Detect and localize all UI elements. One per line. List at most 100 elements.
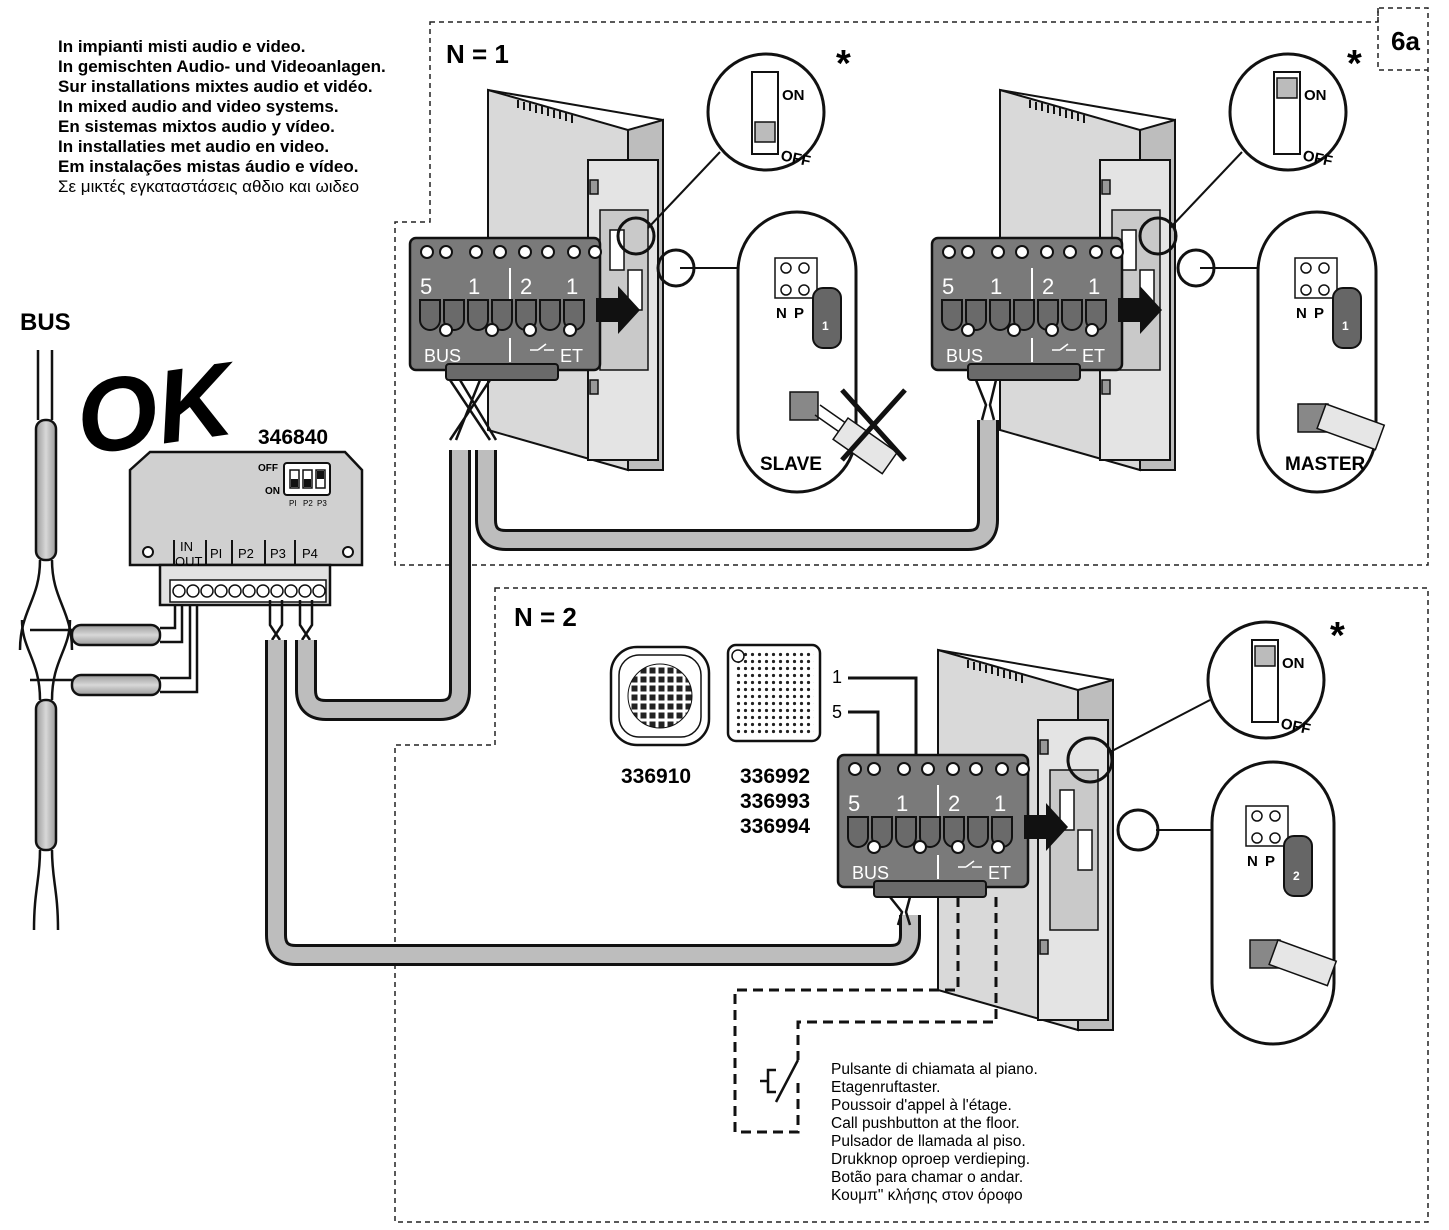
module-code-1: 336992: [740, 765, 810, 788]
jumper-p-label: P: [1314, 305, 1324, 322]
port-out-label: OUT: [175, 554, 203, 569]
speaker-code: 336910: [621, 765, 691, 788]
section1-star-right: *: [1347, 43, 1362, 85]
connector-crossed-out-icon: [840, 388, 907, 462]
floor-pushbutton-icon: [760, 1059, 800, 1103]
terminal-number: 2: [948, 791, 960, 816]
caption-line-fr: Poussoir d'appel à l'étage.: [831, 1097, 1012, 1114]
pushbutton-caption: Pulsante di chiamata al piano. Etagenruf…: [831, 1061, 1038, 1204]
master-jumper-zoom: N P 1: [1176, 210, 1386, 494]
switch-on-label: ON: [1282, 655, 1305, 672]
terminal-number: 2: [1042, 274, 1054, 299]
header-line-nl: In installaties met audio en video.: [58, 137, 329, 156]
port-p3-label: P3: [270, 546, 286, 561]
arrow-to-n2-monitor: [1024, 803, 1068, 851]
section1-title: N = 1: [446, 39, 509, 69]
section1-star-left: *: [836, 43, 851, 85]
interface-code: 346840: [258, 426, 328, 449]
switch-on-label: ON: [1304, 87, 1327, 104]
n2-bus-wires: [889, 896, 912, 926]
section2-title: N = 2: [514, 602, 577, 632]
header-line-de: In gemischten Audio- und Videoanlagen.: [58, 57, 386, 76]
header-line-es: En sistemas mixtos audio y vídeo.: [58, 117, 335, 136]
switch-off-label: OFF: [1301, 147, 1334, 170]
floor-pushbutton-wiring: [733, 897, 998, 1134]
terminal-number: 1: [896, 791, 908, 816]
port-p4-label: P4: [302, 546, 318, 561]
jumper-value: 1: [1342, 319, 1349, 333]
header-line-pt: Em instalações mistas áudio e vídeo.: [58, 157, 358, 176]
wire-5: [848, 710, 880, 765]
terminal-et-label: ET: [560, 346, 583, 366]
bus-cable: [18, 350, 74, 931]
switch-off-label: OFF: [779, 147, 812, 170]
section2-star: *: [1330, 615, 1345, 657]
jumper-n-label: N: [1247, 853, 1258, 870]
n2-switch-zoom: ON OFF: [1066, 620, 1326, 784]
jumper-p-label: P: [1265, 853, 1275, 870]
terminal-number: 1: [990, 274, 1002, 299]
caption-line-gr: Κουμπ" κλήσης στον όροφο: [831, 1187, 1023, 1204]
jumper-n-label: N: [1296, 305, 1307, 322]
terminal-et-label: ET: [988, 863, 1011, 883]
jumper-p-label: P: [794, 305, 804, 322]
terminal-block-n2: 5 1 2 1 BUS ET: [836, 753, 1031, 899]
terminal-number: 5: [420, 274, 432, 299]
dip-label-p3: P3: [317, 499, 327, 508]
master-label: MASTER: [1285, 454, 1366, 475]
terminal-number: 1: [994, 791, 1006, 816]
slave-crossed-wires: [448, 379, 498, 441]
terminal-block-slave: 5 1 2 1 BUS ET: [408, 236, 603, 382]
port-in-label: IN: [180, 539, 193, 554]
header-line-gr: Σε μικτές εγκαταστάσεις αθδιο και ωιδεο: [58, 177, 359, 196]
terminal-number: 1: [468, 274, 480, 299]
interface-346840: OFF ON PI P2 P3 IN OUT PI P2 P3 P4: [128, 450, 364, 607]
caption-line-de: Etagenruftaster.: [831, 1079, 940, 1096]
terminal-number: 5: [848, 791, 860, 816]
switch-off-label: OFF: [1279, 715, 1312, 738]
n2-jumper-zoom: N P 2: [1116, 760, 1338, 1046]
jumper-value: 2: [1293, 869, 1300, 883]
interface-output-cables: [268, 600, 314, 641]
jumper-n-label: N: [776, 305, 787, 322]
terminal-number: 1: [1088, 274, 1100, 299]
header-line-it: In impianti misti audio e video.: [58, 37, 305, 56]
terminal-bus-label: BUS: [852, 863, 889, 883]
port-p2-label: P2: [238, 546, 254, 561]
wire-label-1: 1: [832, 667, 842, 687]
terminal-number: 2: [520, 274, 532, 299]
speaker-module-336910: [609, 645, 711, 747]
terminal-bus-label: BUS: [946, 346, 983, 366]
arrow-to-master-monitor: [1118, 286, 1162, 334]
dip-off-label: OFF: [258, 463, 278, 474]
dotted-module-336992: [726, 643, 822, 743]
terminal-number: 5: [942, 274, 954, 299]
header-line-en: In mixed audio and video systems.: [58, 97, 339, 116]
bus-tap-cables: [30, 600, 199, 697]
panel-n1-border: [394, 7, 1429, 566]
caption-line-en: Call pushbutton at the floor.: [831, 1115, 1020, 1132]
caption-line-pt: Botão para chamar o andar.: [831, 1169, 1023, 1186]
master-wires: [974, 379, 998, 421]
wire-label-5: 5: [832, 702, 842, 722]
bus-label: BUS: [20, 309, 71, 336]
slave-label: SLAVE: [760, 454, 822, 475]
header-text-block: In impianti misti audio e video. In gemi…: [58, 37, 386, 196]
terminal-number: 1: [566, 274, 578, 299]
dip-on-label: ON: [265, 486, 280, 497]
figure-id: 6a: [1391, 26, 1420, 56]
terminal-bus-label: BUS: [424, 346, 461, 366]
header-line-fr: Sur installations mixtes audio et vidéo.: [58, 77, 373, 96]
module-code-3: 336994: [740, 815, 810, 838]
figure-label-border: [1377, 8, 1428, 71]
wire-1: [848, 676, 918, 765]
master-switch-zoom: ON OFF: [1138, 52, 1348, 256]
slave-switch-zoom: ON OFF: [616, 52, 826, 256]
switch-on-label: ON: [782, 87, 805, 104]
jumper-value: 1: [822, 319, 829, 333]
terminal-et-label: ET: [1082, 346, 1105, 366]
caption-line-it: Pulsante di chiamata al piano.: [831, 1061, 1038, 1078]
dip-label-pi: PI: [289, 499, 297, 508]
port-pi-label: PI: [210, 546, 222, 561]
